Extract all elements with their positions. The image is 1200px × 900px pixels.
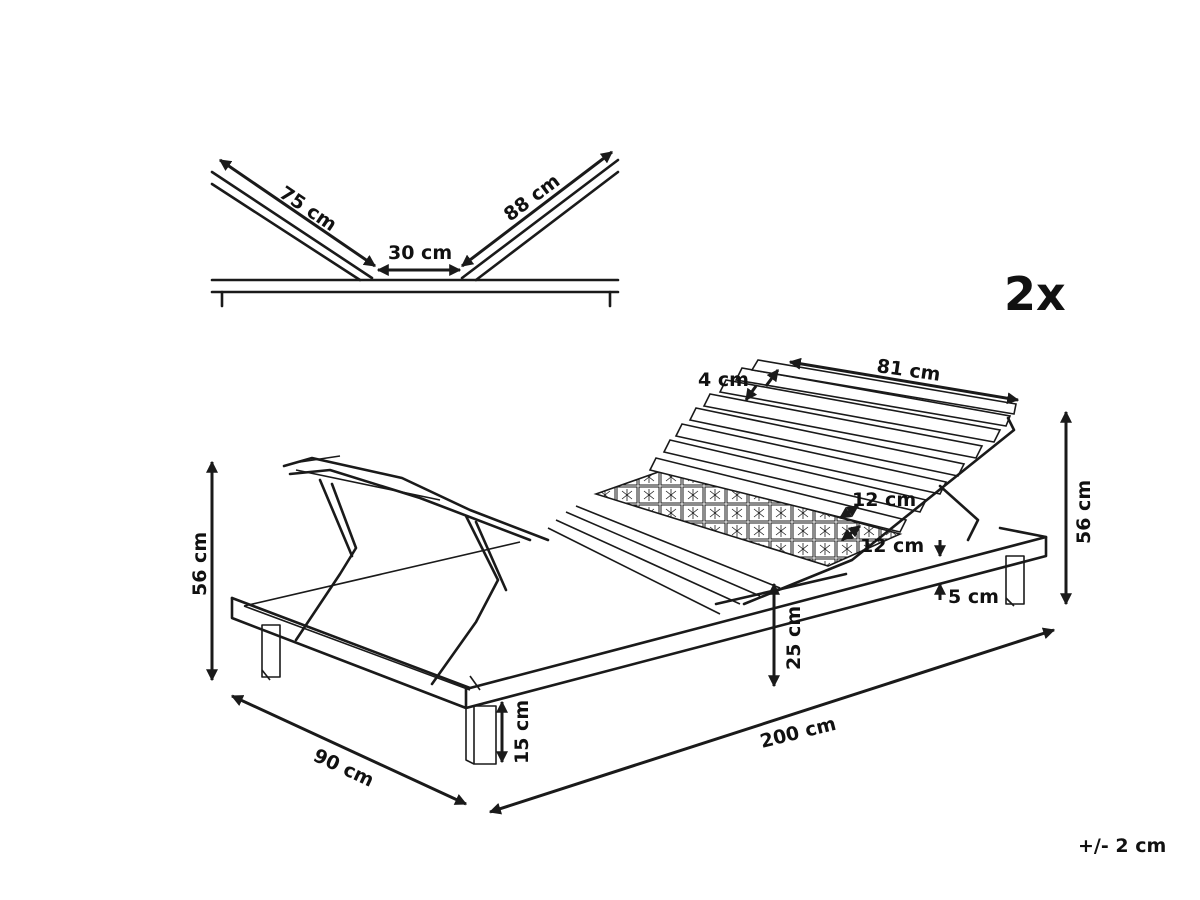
width-label: 90 cm: [310, 745, 377, 792]
head-length-label: 75 cm: [275, 182, 340, 236]
frame-height-label: 25 cm: [783, 606, 805, 670]
head-length-arrow: [219, 158, 376, 268]
slat-spacing-b-label: 12 cm: [860, 535, 924, 557]
frame-gap-label: 5 cm: [948, 586, 999, 608]
foot-length-arrow: [461, 150, 613, 268]
total-height-left-label: 56 cm: [189, 532, 211, 596]
dimension-lines: [206, 357, 1072, 815]
total-height-right-label: 56 cm: [1073, 480, 1095, 544]
center-length-label: 30 cm: [388, 242, 452, 264]
tolerance-label: +/- 2 cm: [1078, 835, 1166, 857]
legs: [261, 555, 1025, 765]
leg-height-label: 15 cm: [511, 700, 533, 764]
foot-length-label: 88 cm: [500, 170, 564, 226]
bed-frame: [230, 359, 1048, 765]
quantity-label: 2x: [1004, 267, 1066, 321]
slat-spacing-a-label: 12 cm: [852, 489, 916, 511]
profile-schematic: 75 cm 88 cm 30 cm: [210, 150, 620, 308]
spring-grid: [593, 469, 903, 567]
slat-width-label: 4 cm: [698, 369, 749, 391]
dimension-labels: 81 cm 4 cm 12 cm 12 cm 5 cm 56 cm 56 cm …: [189, 355, 1095, 791]
length-label: 200 cm: [758, 713, 838, 753]
